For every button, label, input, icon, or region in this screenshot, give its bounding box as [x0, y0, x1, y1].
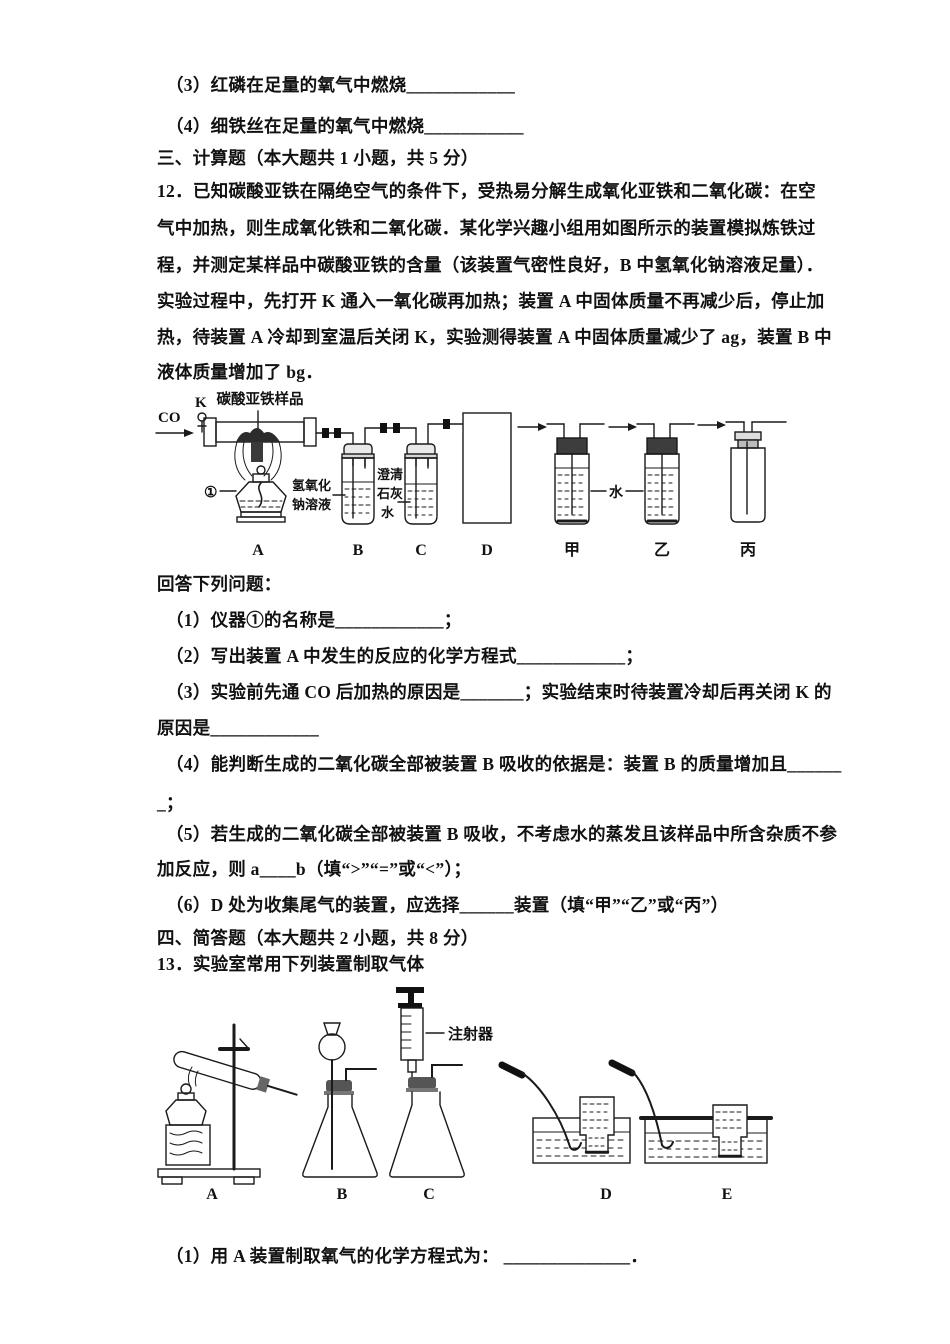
q12-stem-line5: 热，待装置 A 冷却到室温后关闭 K，实验测得装置 A 中固体质量减少了 ag，… [157, 327, 832, 347]
connecting-tubes [315, 419, 464, 467]
q13-stem: 13．实验室常用下列装置制取气体 [157, 954, 425, 974]
co-arrowhead [184, 429, 194, 437]
section3-header: 三、计算题（本大题共 1 小题，共 5 分） [157, 148, 479, 168]
q12-stem-line4: 实验过程中，先打开 K 通入一氧化碳再加热；装置 A 中固体质量不再减少后，停止… [157, 291, 825, 311]
collection-box-d [462, 412, 512, 524]
q12-sub1: （1）仪器①的名称是____________； [166, 610, 462, 630]
water-label: 水 [609, 484, 624, 501]
label-a2: A [206, 1186, 218, 1203]
q12-stem-line2: 气中加热，则生成氧化铁和二氧化碳．某化学兴趣小组用如图所示的装置模拟炼铁过 [157, 218, 816, 238]
q11-item3: （3）红磷在足量的氧气中燃烧____________ [166, 75, 516, 95]
label-b: B [353, 542, 364, 559]
flask-syringe-c [389, 987, 465, 1178]
q12-sub4-line1: （4）能判断生成的二氧化碳全部被装置 B 吸收的依据是：装置 B 的质量增加且_… [166, 754, 842, 774]
q12-stem-line6: 液体质量增加了 bg． [157, 362, 324, 382]
stopcock-icon [197, 412, 207, 433]
label-d2: D [600, 1186, 612, 1203]
gas-bottle-jia [546, 423, 605, 525]
label-e2: E [722, 1186, 733, 1203]
naoh-label-line2: 钠溶液 [292, 497, 331, 512]
label-b2: B [337, 1186, 348, 1203]
label-yi: 乙 [654, 542, 670, 559]
q12-sub3-line2: 原因是____________ [157, 718, 319, 738]
flame-icon [234, 441, 282, 481]
q12-stem-line1: 12．已知碳酸亚铁在隔绝空气的条件下，受热易分解生成氧化亚铁和二氧化碳：在空 [157, 181, 816, 201]
syringe-label: 注射器 [448, 1025, 494, 1043]
label-jia: 甲 [564, 541, 580, 559]
label-d: D [481, 542, 493, 559]
lime-label-line3: 水 [381, 505, 395, 520]
stand-and-testtube-a [157, 1023, 298, 1185]
q12-answer-prompt: 回答下列问题： [157, 574, 282, 594]
valve-k-label: K [195, 395, 207, 411]
q12-sub5-line2: 加反应，则 a____b（填“>”“=”或“<”）； [157, 859, 472, 879]
q13-sub1: （1）用 A 装置制取氧气的化学方程式为： ______________． [166, 1246, 649, 1266]
lime-label-line1: 澄清 [377, 467, 403, 482]
instrument1-mark: ① [204, 485, 217, 501]
q12-sub3-line1: （3）实验前先通 CO 后加热的原因是_______；实验结束时待装置冷却后再关… [166, 682, 832, 702]
gas-washing-bottle-b [341, 443, 375, 525]
gas-washing-bottle-c [404, 443, 438, 525]
q12-stem-line3: 程，并测定某样品中碳酸亚铁的含量（该装置气密性良好，B 中氢氧化钠溶液足量）． [157, 255, 824, 275]
q11-item4: （4）细铁丝在足量的氧气中燃烧___________ [166, 116, 524, 136]
q12-sub2: （2）写出装置 A 中发生的反应的化学方程式____________； [166, 646, 644, 666]
furnace-tube [203, 410, 317, 447]
q12-sub5-line1: （5）若生成的二氧化碳全部被装置 B 吸收，不考虑水的蒸发且该样品中所含杂质不参 [166, 824, 838, 844]
alcohol-lamp-icon [235, 465, 287, 523]
gas-bottle-bing [725, 421, 787, 523]
q12-sub4-line2: _； [157, 793, 184, 813]
flask-thistle-funnel-b [302, 1022, 378, 1178]
label-a: A [252, 542, 264, 559]
gas-bottle-yi [636, 423, 695, 525]
water-trough-e [608, 1059, 773, 1164]
section4-header: 四、简答题（本大题共 2 小题，共 8 分） [157, 928, 479, 948]
label-bing: 丙 [740, 541, 756, 559]
apparatus-diagram-gas-generation: 注射器 [157, 987, 773, 1203]
sample-label: 碳酸亚铁样品 [217, 390, 304, 408]
apparatus-diagram-co-reduction: CO K 碳酸亚铁样品 [155, 390, 787, 559]
label-c2: C [423, 1186, 435, 1203]
naoh-label-line1: 氢氧化 [292, 478, 331, 493]
water-trough-d [498, 1061, 631, 1164]
co-gas-label: CO [158, 410, 181, 426]
lime-label-line2: 石灰 [376, 486, 403, 501]
label-c: C [415, 542, 427, 559]
q12-sub6: （6）D 处为收集尾气的装置，应选择______装置（填“甲”“乙”或“丙”） [166, 895, 729, 915]
